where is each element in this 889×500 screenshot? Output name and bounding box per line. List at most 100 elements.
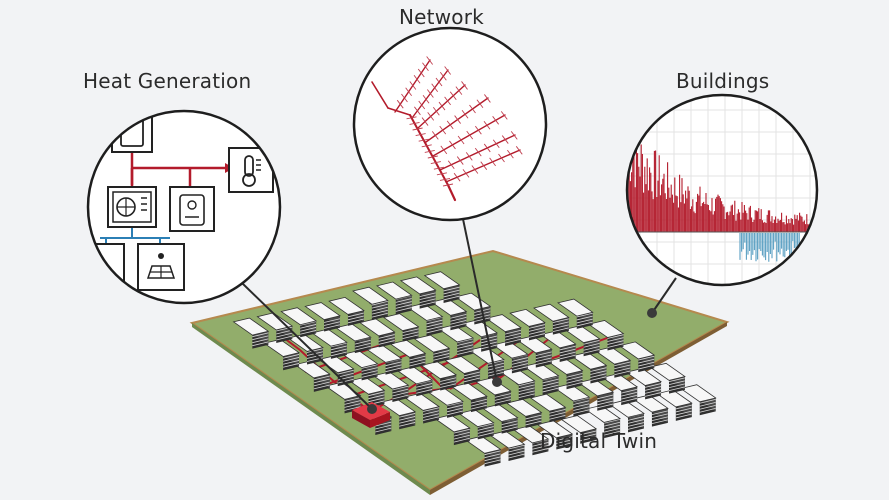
network-connection — [417, 68, 425, 78]
building-floor-line — [552, 327, 569, 333]
building-floor-line — [668, 386, 686, 392]
building-roof — [280, 307, 318, 326]
building-roof — [379, 398, 417, 417]
building-floor-line — [419, 298, 436, 304]
building-floor-line — [573, 406, 590, 411]
building-floor-line — [330, 348, 347, 354]
building-floor-line — [423, 407, 440, 412]
building-floor-line — [323, 321, 341, 326]
building-floor-line — [494, 393, 511, 398]
network-connection — [409, 81, 417, 90]
building-floor-line — [504, 332, 522, 338]
network-connection — [515, 146, 523, 155]
network-pipe — [409, 114, 449, 186]
building-roof — [287, 333, 324, 352]
building-floor-line — [675, 410, 692, 416]
network-connection — [454, 115, 461, 124]
building-floor-line — [344, 403, 361, 408]
building-floor-line — [528, 330, 545, 335]
building-floor-line — [474, 314, 491, 319]
building-roof — [461, 319, 499, 338]
building-floor-line — [549, 409, 566, 414]
building-floor-line — [463, 374, 481, 380]
heat-generation-circle — [86, 109, 282, 305]
building-floor-line — [487, 365, 505, 371]
building-floor-line — [597, 403, 614, 409]
building-floor-line — [446, 401, 464, 407]
building-floor-line — [525, 417, 542, 423]
network-connection — [422, 95, 430, 104]
network-connection — [396, 99, 404, 109]
network-connection — [484, 94, 491, 103]
building-floor-line — [375, 424, 392, 430]
network-pipe — [432, 114, 506, 157]
building-roof — [546, 356, 584, 375]
building-floor-line — [501, 420, 518, 426]
network-pipe — [371, 81, 389, 109]
building-floor-line — [282, 357, 300, 362]
building-floor-line — [528, 324, 545, 329]
building-roof — [512, 425, 550, 444]
building-floor-line — [532, 442, 549, 447]
building-floor-line — [580, 430, 597, 436]
building-floor-line — [621, 391, 638, 397]
building-floor-line — [443, 292, 460, 298]
network-map — [371, 56, 523, 202]
building-floor-line — [378, 334, 395, 339]
building-roof — [468, 345, 505, 364]
building-floor-line — [375, 421, 392, 427]
building-floor-line — [361, 370, 378, 375]
building-floor-line — [402, 331, 419, 337]
building-roof — [358, 318, 396, 337]
building-floor-line — [518, 384, 535, 390]
building-floor-line — [330, 345, 347, 351]
building-floor-line — [371, 312, 388, 318]
building-roof — [324, 381, 362, 400]
building-floor-line — [252, 335, 269, 341]
building-floor-line — [433, 353, 450, 358]
network-connection — [466, 130, 474, 140]
building-floor-line — [573, 403, 590, 408]
building-floor-line — [457, 344, 474, 349]
building-floor-line — [644, 389, 662, 394]
building-floor-line — [313, 384, 330, 390]
building-roof — [263, 339, 300, 357]
building-floor-line — [371, 306, 388, 312]
building-floor-line — [638, 361, 655, 367]
network-connection — [456, 156, 464, 165]
building-floor-line — [395, 304, 412, 309]
network-connection — [414, 106, 421, 116]
building-roof — [529, 393, 567, 412]
building-roof — [348, 376, 386, 395]
building-floor-line — [399, 422, 416, 427]
network-connection — [415, 133, 426, 137]
building-floor-line — [443, 289, 460, 295]
building-floor-line — [426, 322, 443, 328]
network-pipe — [439, 134, 516, 171]
building-floor-line — [409, 358, 426, 364]
building-floor-line — [470, 401, 487, 407]
building-roof — [464, 435, 502, 454]
building-floor-line — [576, 321, 593, 327]
building-floor-line — [416, 389, 433, 394]
building-floor-line — [552, 321, 569, 327]
network-connection — [462, 169, 470, 178]
building-floor-line — [651, 416, 668, 422]
network-connection — [444, 66, 452, 75]
building-roof — [509, 308, 546, 327]
building-floor-line — [378, 340, 395, 345]
building-floor-line — [573, 409, 590, 414]
building-floor-line — [306, 348, 324, 353]
building-roof — [406, 303, 444, 321]
building-floor-line — [590, 370, 607, 375]
building-roof — [232, 317, 270, 336]
network-connection — [444, 96, 451, 106]
building-floor-line — [416, 386, 433, 391]
solar-panel-icon — [137, 243, 185, 291]
building-floor-line — [675, 407, 692, 413]
building-roof — [601, 373, 639, 392]
network-connection — [439, 125, 447, 135]
building-floor-line — [354, 342, 371, 348]
building-floor-line — [508, 444, 525, 450]
building-roof — [498, 367, 536, 386]
